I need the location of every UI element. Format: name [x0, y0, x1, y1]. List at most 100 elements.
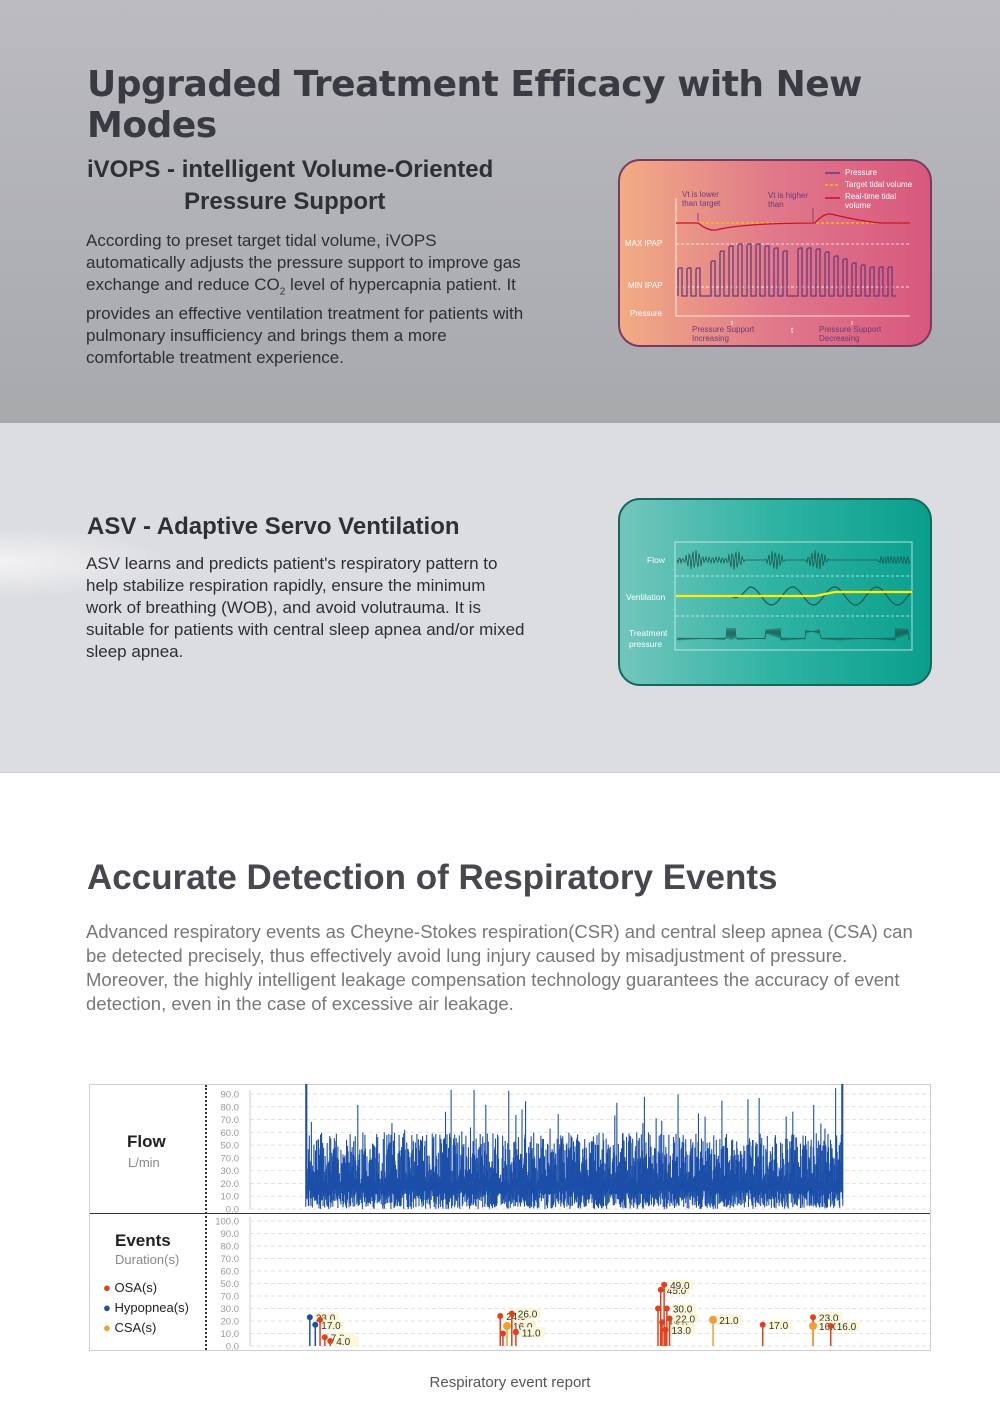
hypopnea-dot-icon: ● — [103, 1300, 111, 1315]
event-marker — [662, 1326, 669, 1333]
y-tick-label: 60.0 — [221, 1128, 240, 1139]
event-marker — [661, 1281, 668, 1288]
y-tick-label: 60.0 — [221, 1267, 240, 1278]
event-marker — [503, 1322, 512, 1330]
dotted-divider — [205, 1085, 207, 1350]
event-marker — [666, 1315, 673, 1322]
event-label-bg — [512, 1321, 537, 1331]
text-line: volume — [845, 201, 871, 210]
events-legend: ● OSA(s) ● Hypopnea(s) ● CSA(s) — [103, 1278, 189, 1338]
event-marker — [312, 1321, 319, 1328]
event-label: 26.0 — [518, 1310, 538, 1321]
charts-svg: 90.080.070.060.050.070.030.020.010.00.01… — [215, 1084, 930, 1352]
chart-caption: Respiratory event report — [429, 1374, 591, 1391]
event-label: 22.0 — [676, 1315, 696, 1326]
event-marker — [709, 1315, 718, 1324]
min-ipap-label: MIN IPAP — [628, 281, 663, 290]
y-tick-label: 80.0 — [221, 1242, 240, 1253]
text-line: comfortable treatment experience. — [86, 348, 344, 368]
ivops-diagram: Pressure Target tidal volume Real-time t… — [618, 159, 932, 347]
event-label: 49.0 — [670, 1281, 690, 1292]
text-line: Decreasing — [819, 334, 860, 343]
event-label-bg — [314, 1312, 339, 1323]
event-label: 13.0 — [671, 1326, 691, 1337]
y-tick-label: 90.0 — [221, 1090, 240, 1101]
text-line: Vt is lower — [682, 190, 719, 199]
csa-dot-icon: ● — [103, 1320, 111, 1335]
text-line: sleep apnea. — [86, 642, 184, 661]
event-marker — [321, 1334, 328, 1341]
event-label: 16.0 — [837, 1322, 857, 1333]
text-line: automatically adjusts the pressure suppo… — [86, 253, 521, 272]
text-line: exchange and reduce CO — [86, 275, 280, 294]
event-marker — [499, 1330, 506, 1337]
flow-unit: L/min — [128, 1155, 160, 1170]
event-label: 17.0 — [321, 1321, 341, 1332]
event-label-bg — [516, 1308, 541, 1319]
event-label: 21.0 — [719, 1316, 739, 1327]
event-label-bg — [670, 1324, 695, 1335]
osa-dot-icon: ● — [103, 1280, 111, 1295]
y-tick-label: 0.0 — [226, 1342, 239, 1352]
events-unit: Duration(s) — [115, 1252, 180, 1267]
y-tick-label: 20.0 — [221, 1179, 240, 1190]
text-line: than — [768, 200, 784, 209]
flow-waveform — [676, 550, 911, 570]
event-label: 11.0 — [522, 1328, 541, 1339]
flow-title: Flow — [127, 1132, 166, 1151]
y-tick-label: 10.0 — [221, 1329, 240, 1340]
text-line: ASV learns and predicts patient's respir… — [86, 554, 498, 573]
text-line: Treatment — [629, 628, 668, 638]
event-marker — [759, 1321, 766, 1328]
y-tick-label: 100.0 — [215, 1217, 239, 1228]
event-marker — [657, 1286, 664, 1293]
event-label-bg — [718, 1314, 743, 1325]
y-tick-label: 0.0 — [226, 1205, 239, 1216]
event-label-bg — [520, 1327, 545, 1338]
legend-pressure: Pressure — [845, 168, 878, 177]
event-label: 4.0 — [336, 1337, 350, 1348]
event-label: 45.0 — [667, 1286, 687, 1297]
event-label-bg — [674, 1313, 699, 1324]
event-label-bg — [671, 1303, 696, 1314]
event-label: 24.0 — [506, 1312, 526, 1323]
event-marker — [327, 1338, 334, 1344]
y-tick-label: 50.0 — [221, 1141, 240, 1152]
asv-heading: ASV - Adaptive Servo Ventilation — [87, 513, 460, 540]
text-line: According to preset target tidal volume,… — [86, 231, 437, 250]
text-line: suitable for patients with central sleep… — [86, 620, 525, 639]
event-marker — [659, 1319, 666, 1326]
panel-divider — [90, 1213, 930, 1214]
subscript: 2 — [279, 286, 286, 298]
event-label-bg — [818, 1312, 843, 1323]
events-title: Events — [115, 1231, 171, 1250]
event-label: 30.0 — [673, 1305, 693, 1316]
y-tick-label: 30.0 — [221, 1166, 240, 1177]
pressure-waveform — [677, 243, 896, 297]
realtime-volume-line — [676, 213, 910, 231]
section-title-events: Accurate Detection of Respiratory Events — [87, 858, 778, 897]
x-label-t: t — [791, 326, 794, 335]
ventilation-label: Ventilation — [626, 592, 666, 602]
page-title: Upgraded Treatment Efficacy with New Mod… — [87, 64, 862, 146]
event-marker — [809, 1322, 818, 1330]
y-tick-label: 70.0 — [221, 1254, 240, 1265]
event-marker — [827, 1323, 834, 1329]
flow-label: Flow — [647, 555, 665, 565]
event-label-bg — [669, 1279, 694, 1290]
pressure-axis-label: Pressure — [630, 309, 663, 318]
text-line: Real-time tidal — [845, 192, 897, 201]
text-line: provides an effective ventilation treatm… — [86, 304, 524, 324]
events-description: Advanced respiratory events as Cheyne-St… — [86, 921, 913, 1014]
event-label: 23.0 — [819, 1313, 839, 1324]
event-marker — [655, 1305, 661, 1312]
y-tick-label: 70.0 — [221, 1292, 240, 1303]
respiratory-event-report: Flow L/min Events Duration(s) ● OSA(s) ●… — [89, 1084, 931, 1351]
